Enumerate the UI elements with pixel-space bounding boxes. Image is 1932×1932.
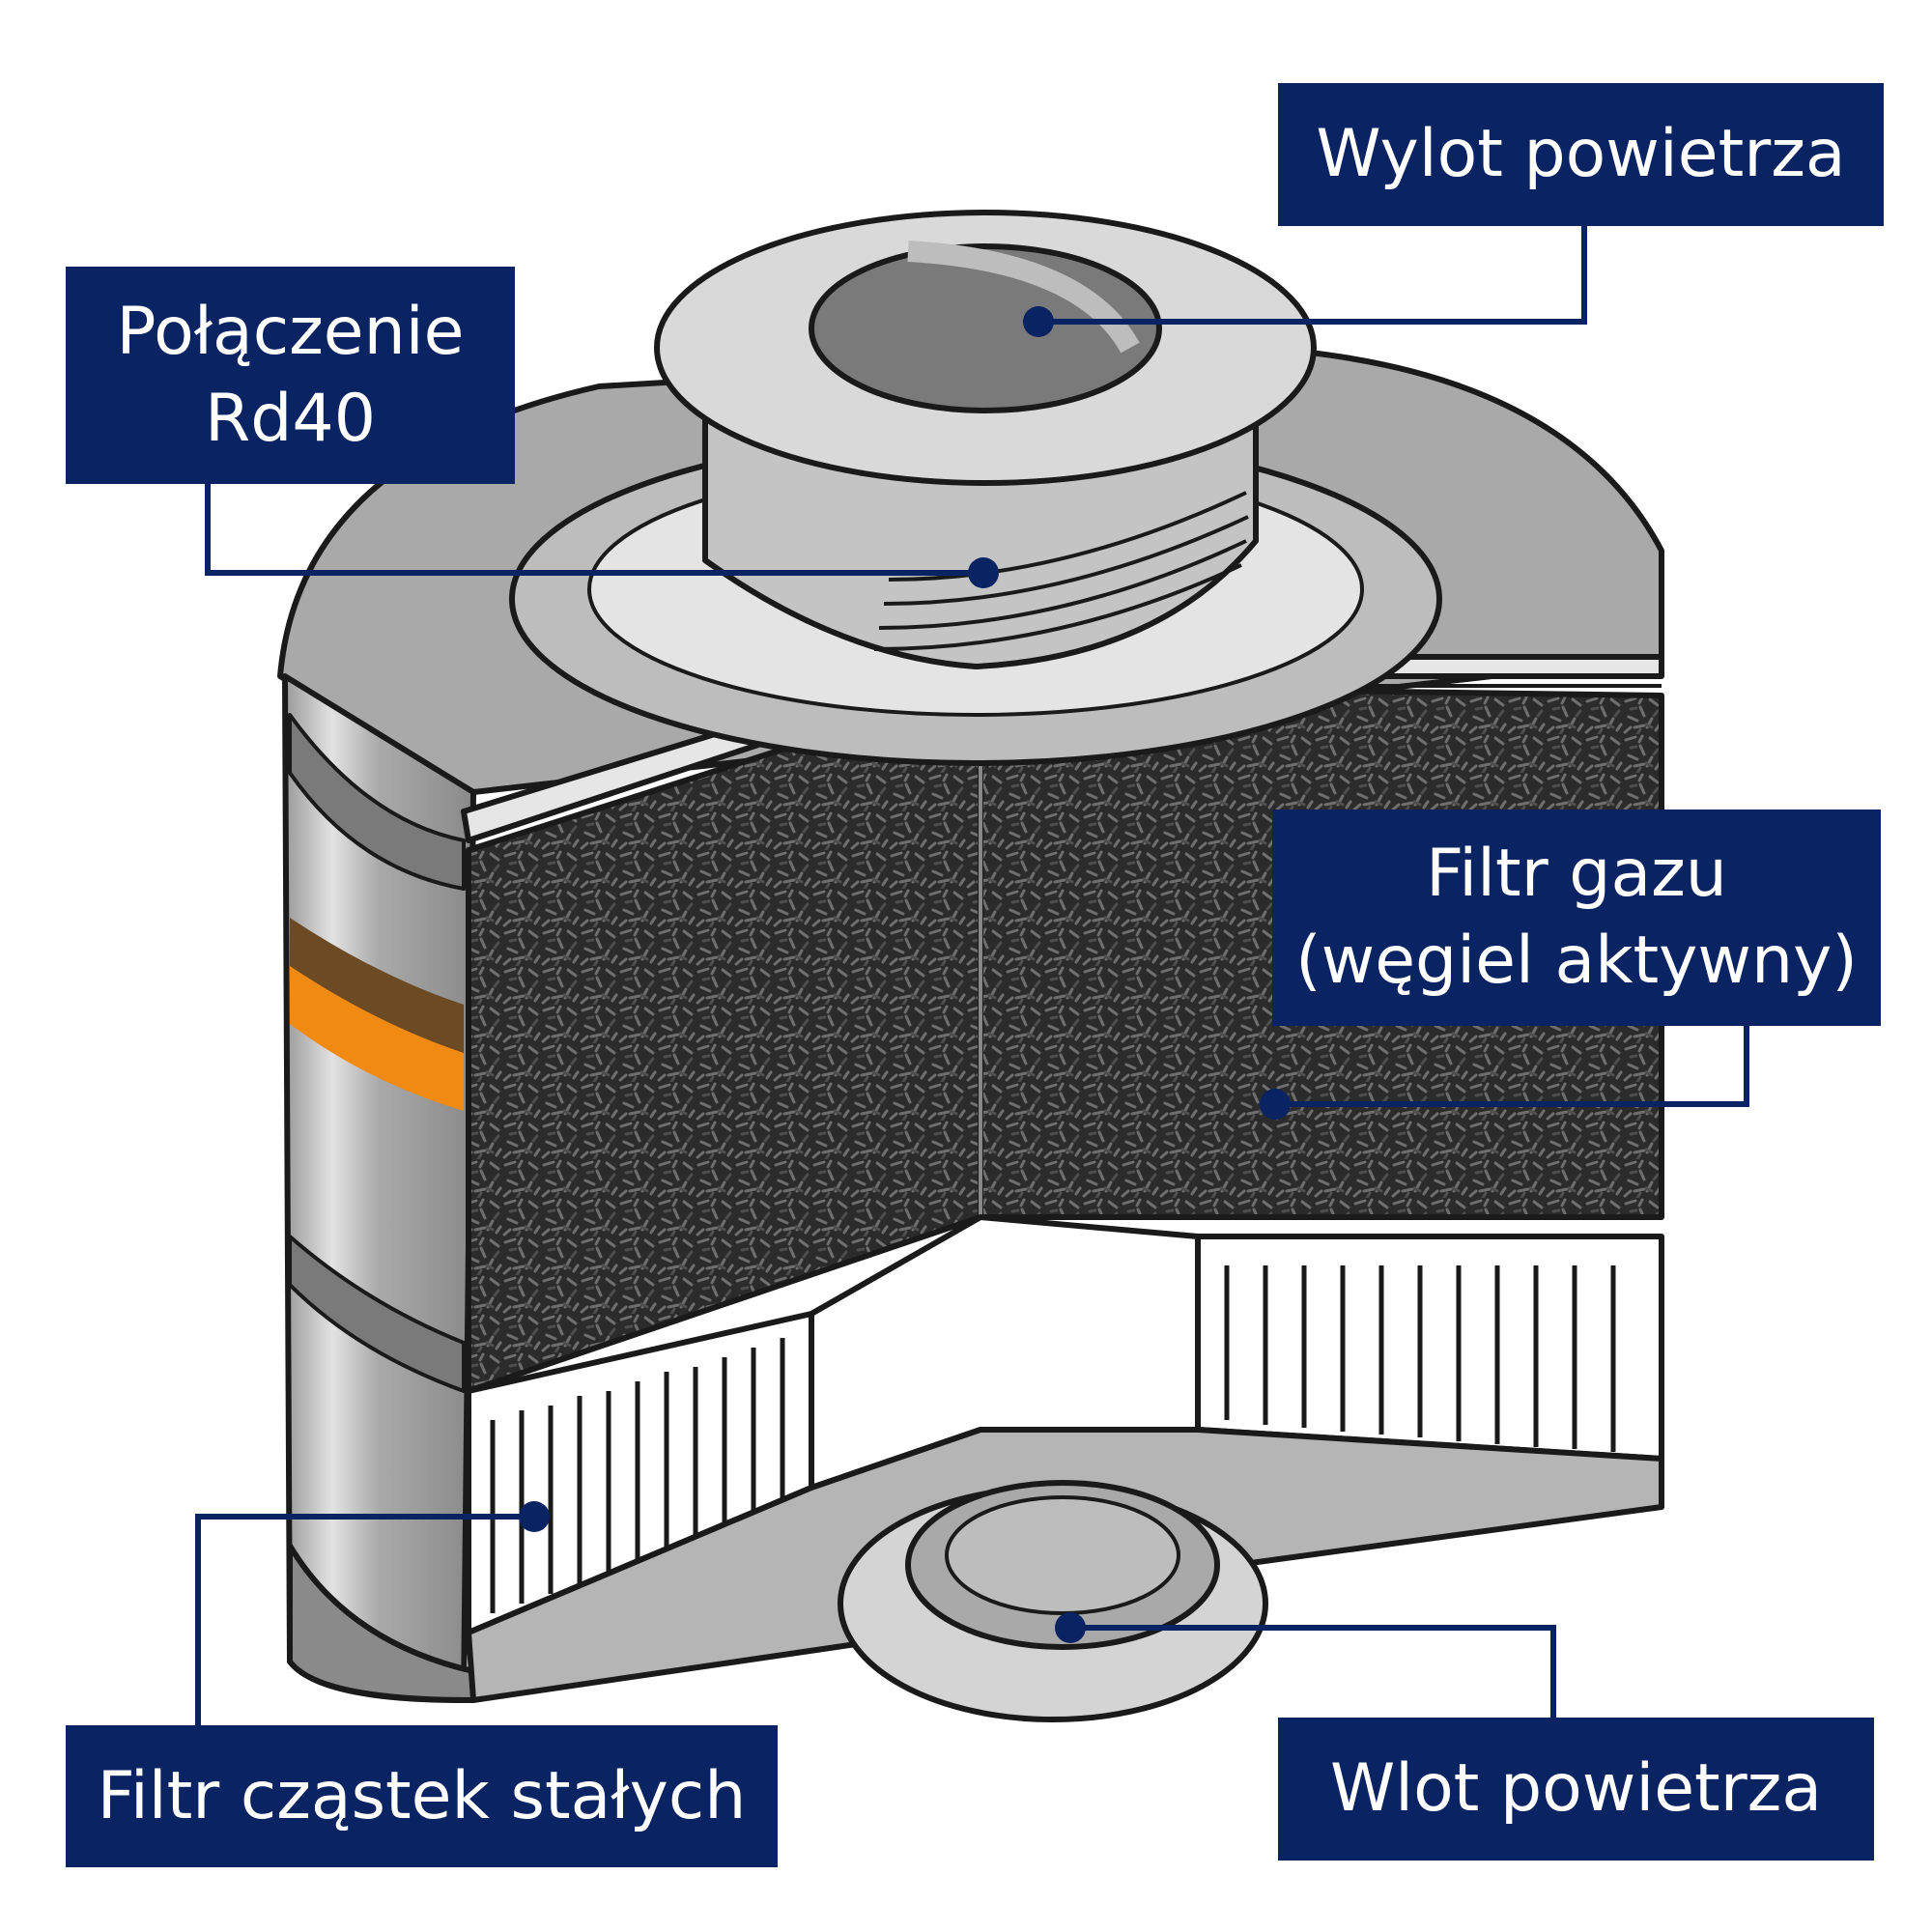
air-outlet bbox=[654, 210, 1317, 486]
particle-filter-dot-icon bbox=[519, 1501, 550, 1532]
air-inlet bbox=[838, 1480, 1268, 1722]
label-gas-filter-line2: (węgiel aktywny) bbox=[1295, 923, 1858, 999]
gas-filter-dot-icon bbox=[1260, 1089, 1291, 1120]
label-rd40-line1: Połączenie bbox=[116, 293, 465, 370]
label-air-inlet-text: Wlot powietrza bbox=[1329, 1750, 1823, 1827]
label-air-outlet-text: Wylot powietrza bbox=[1316, 116, 1846, 192]
label-rd40-connection: Połączenie Rd40 bbox=[66, 267, 515, 484]
label-particle-filter-text: Filtr cząstek stałych bbox=[97, 1757, 747, 1834]
particle-filter-right bbox=[1195, 1234, 1664, 1462]
label-air-outlet: Wylot powietrza bbox=[1278, 83, 1884, 226]
leader-lines bbox=[195, 224, 1749, 1727]
label-air-inlet: Wlot powietrza bbox=[1278, 1718, 1874, 1861]
inlet-dot-icon bbox=[1055, 1612, 1086, 1643]
label-gas-filter: Filtr gazu (węgiel aktywny) bbox=[1272, 810, 1881, 1026]
connection-dot-icon bbox=[968, 557, 999, 588]
leader-dots bbox=[519, 306, 1291, 1643]
label-rd40-line2: Rd40 bbox=[205, 380, 376, 457]
label-particle-filter: Filtr cząstek stałych bbox=[66, 1725, 778, 1867]
label-gas-filter-line1: Filtr gazu bbox=[1426, 836, 1727, 912]
outlet-dot-icon bbox=[1023, 306, 1054, 337]
